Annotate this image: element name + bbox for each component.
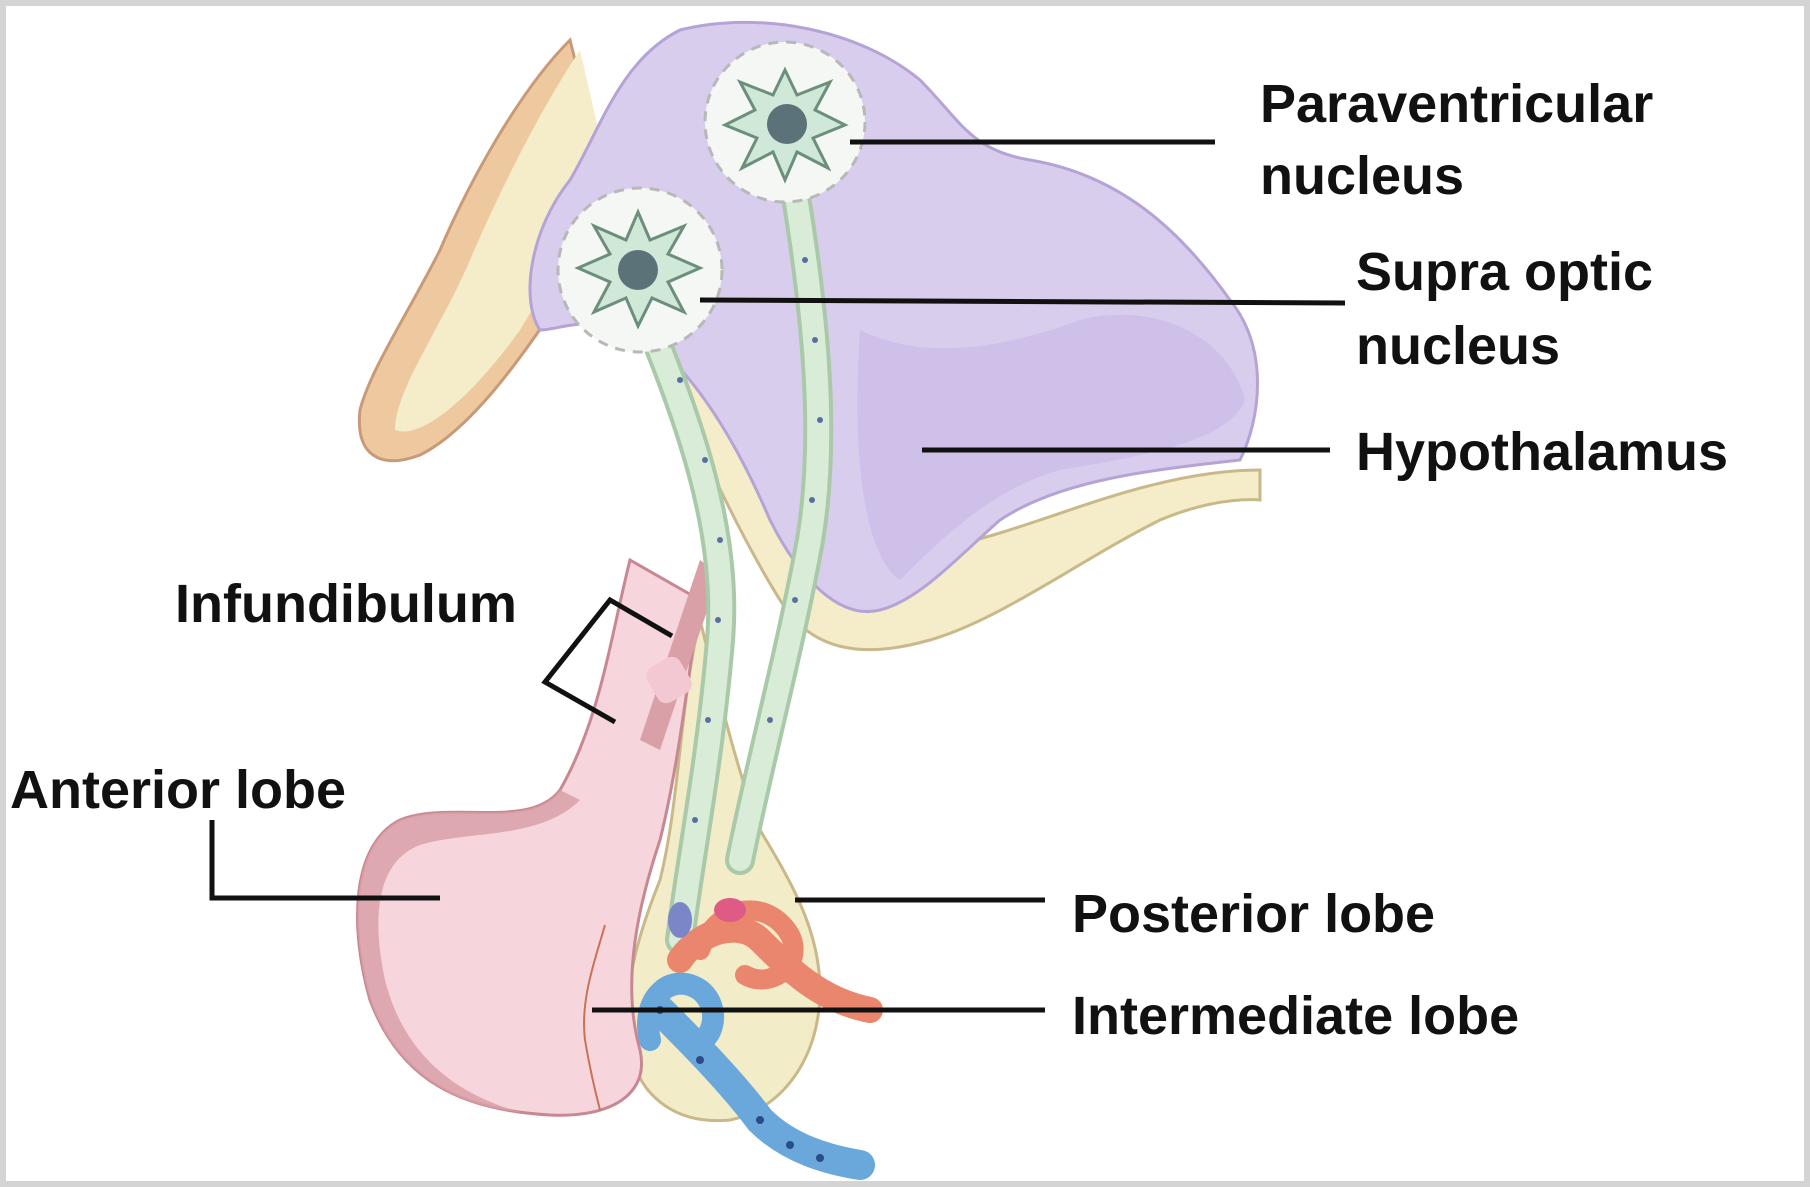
supraoptic-nucleus-dot	[618, 250, 658, 290]
label-paraventricular-line1: Paraventricular	[1260, 74, 1653, 134]
label-intermediate-lobe: Intermediate lobe	[1072, 986, 1519, 1046]
paraventricular-nucleus-dot	[767, 104, 807, 144]
label-anterior-lobe: Anterior lobe	[10, 760, 346, 820]
label-supraoptic-line1: Supra optic	[1356, 242, 1653, 302]
label-supraoptic-line2: nucleus	[1356, 316, 1560, 376]
label-infundibulum: Infundibulum	[175, 574, 517, 634]
label-posterior-lobe: Posterior lobe	[1072, 884, 1435, 944]
leader-supraoptic	[700, 300, 1345, 303]
nerve-ending-blue	[668, 902, 692, 938]
label-paraventricular-line2: nucleus	[1260, 146, 1464, 206]
nerve-ending-pink	[714, 898, 746, 922]
label-hypothalamus: Hypothalamus	[1356, 422, 1728, 482]
